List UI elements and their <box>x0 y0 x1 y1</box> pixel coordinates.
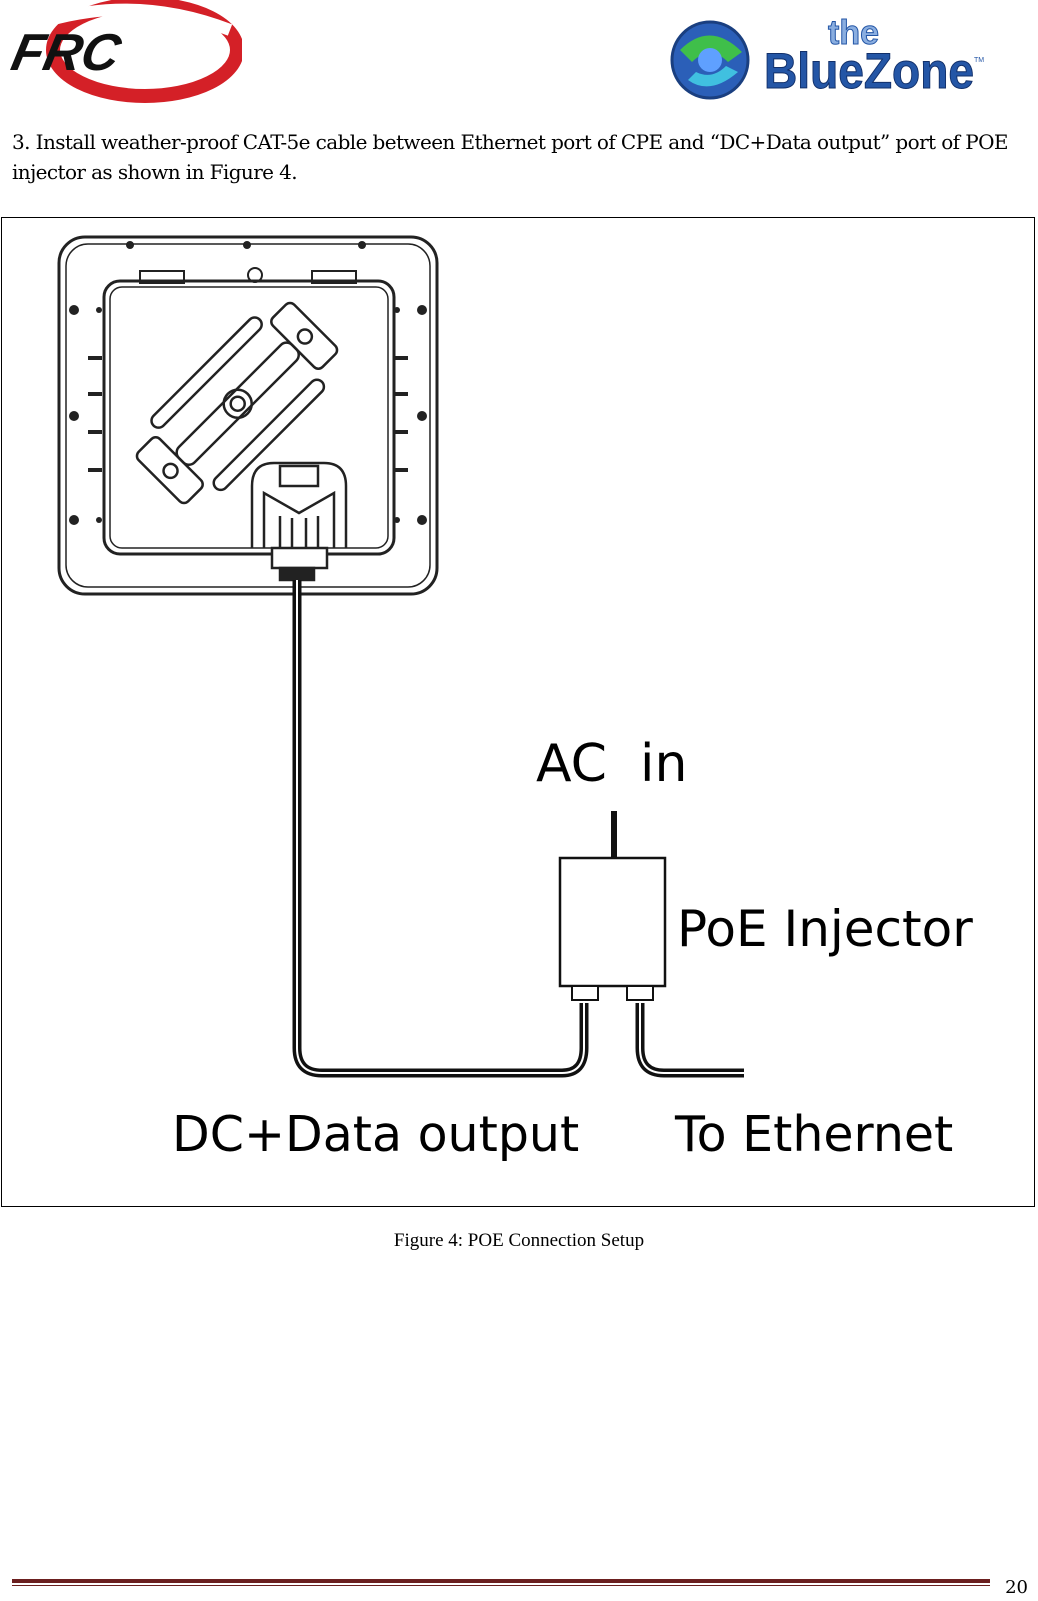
ac-in-label: AC in <box>536 734 687 794</box>
screw-holes <box>69 241 427 525</box>
bluezone-logo: the BlueZone TM <box>670 14 984 100</box>
frc-logo-text: FRC <box>10 24 127 82</box>
cable-gland <box>250 461 348 582</box>
cpe-device <box>57 235 439 596</box>
figure-frame: AC in PoE Injector DC+Data output To Eth… <box>1 217 1035 1207</box>
bluezone-main-text: BlueZone <box>764 43 974 99</box>
footer-rule <box>12 1579 990 1586</box>
poe-connection-diagram: AC in PoE Injector DC+Data output To Eth… <box>57 235 973 1163</box>
to-ethernet-label: To Ethernet <box>674 1106 953 1163</box>
bluezone-the-text: the <box>828 14 879 52</box>
instruction-paragraph: 3. Install weather-proof CAT-5e cable be… <box>12 130 1008 184</box>
frc-logo: FRC <box>10 0 242 103</box>
page-number: 20 <box>1005 1577 1028 1598</box>
globe-icon <box>670 20 750 100</box>
poe-injector-label: PoE Injector <box>677 900 973 958</box>
poe-injector-box <box>558 856 667 1001</box>
side-tabs <box>88 356 408 472</box>
mounting-bracket <box>135 301 339 505</box>
ethernet-cable <box>635 1003 744 1078</box>
bluezone-tm-text: TM <box>974 57 984 64</box>
cat5e-cable <box>292 580 589 1078</box>
dc-data-output-label: DC+Data output <box>172 1106 579 1163</box>
figure-caption: Figure 4: POE Connection Setup <box>393 1230 645 1251</box>
